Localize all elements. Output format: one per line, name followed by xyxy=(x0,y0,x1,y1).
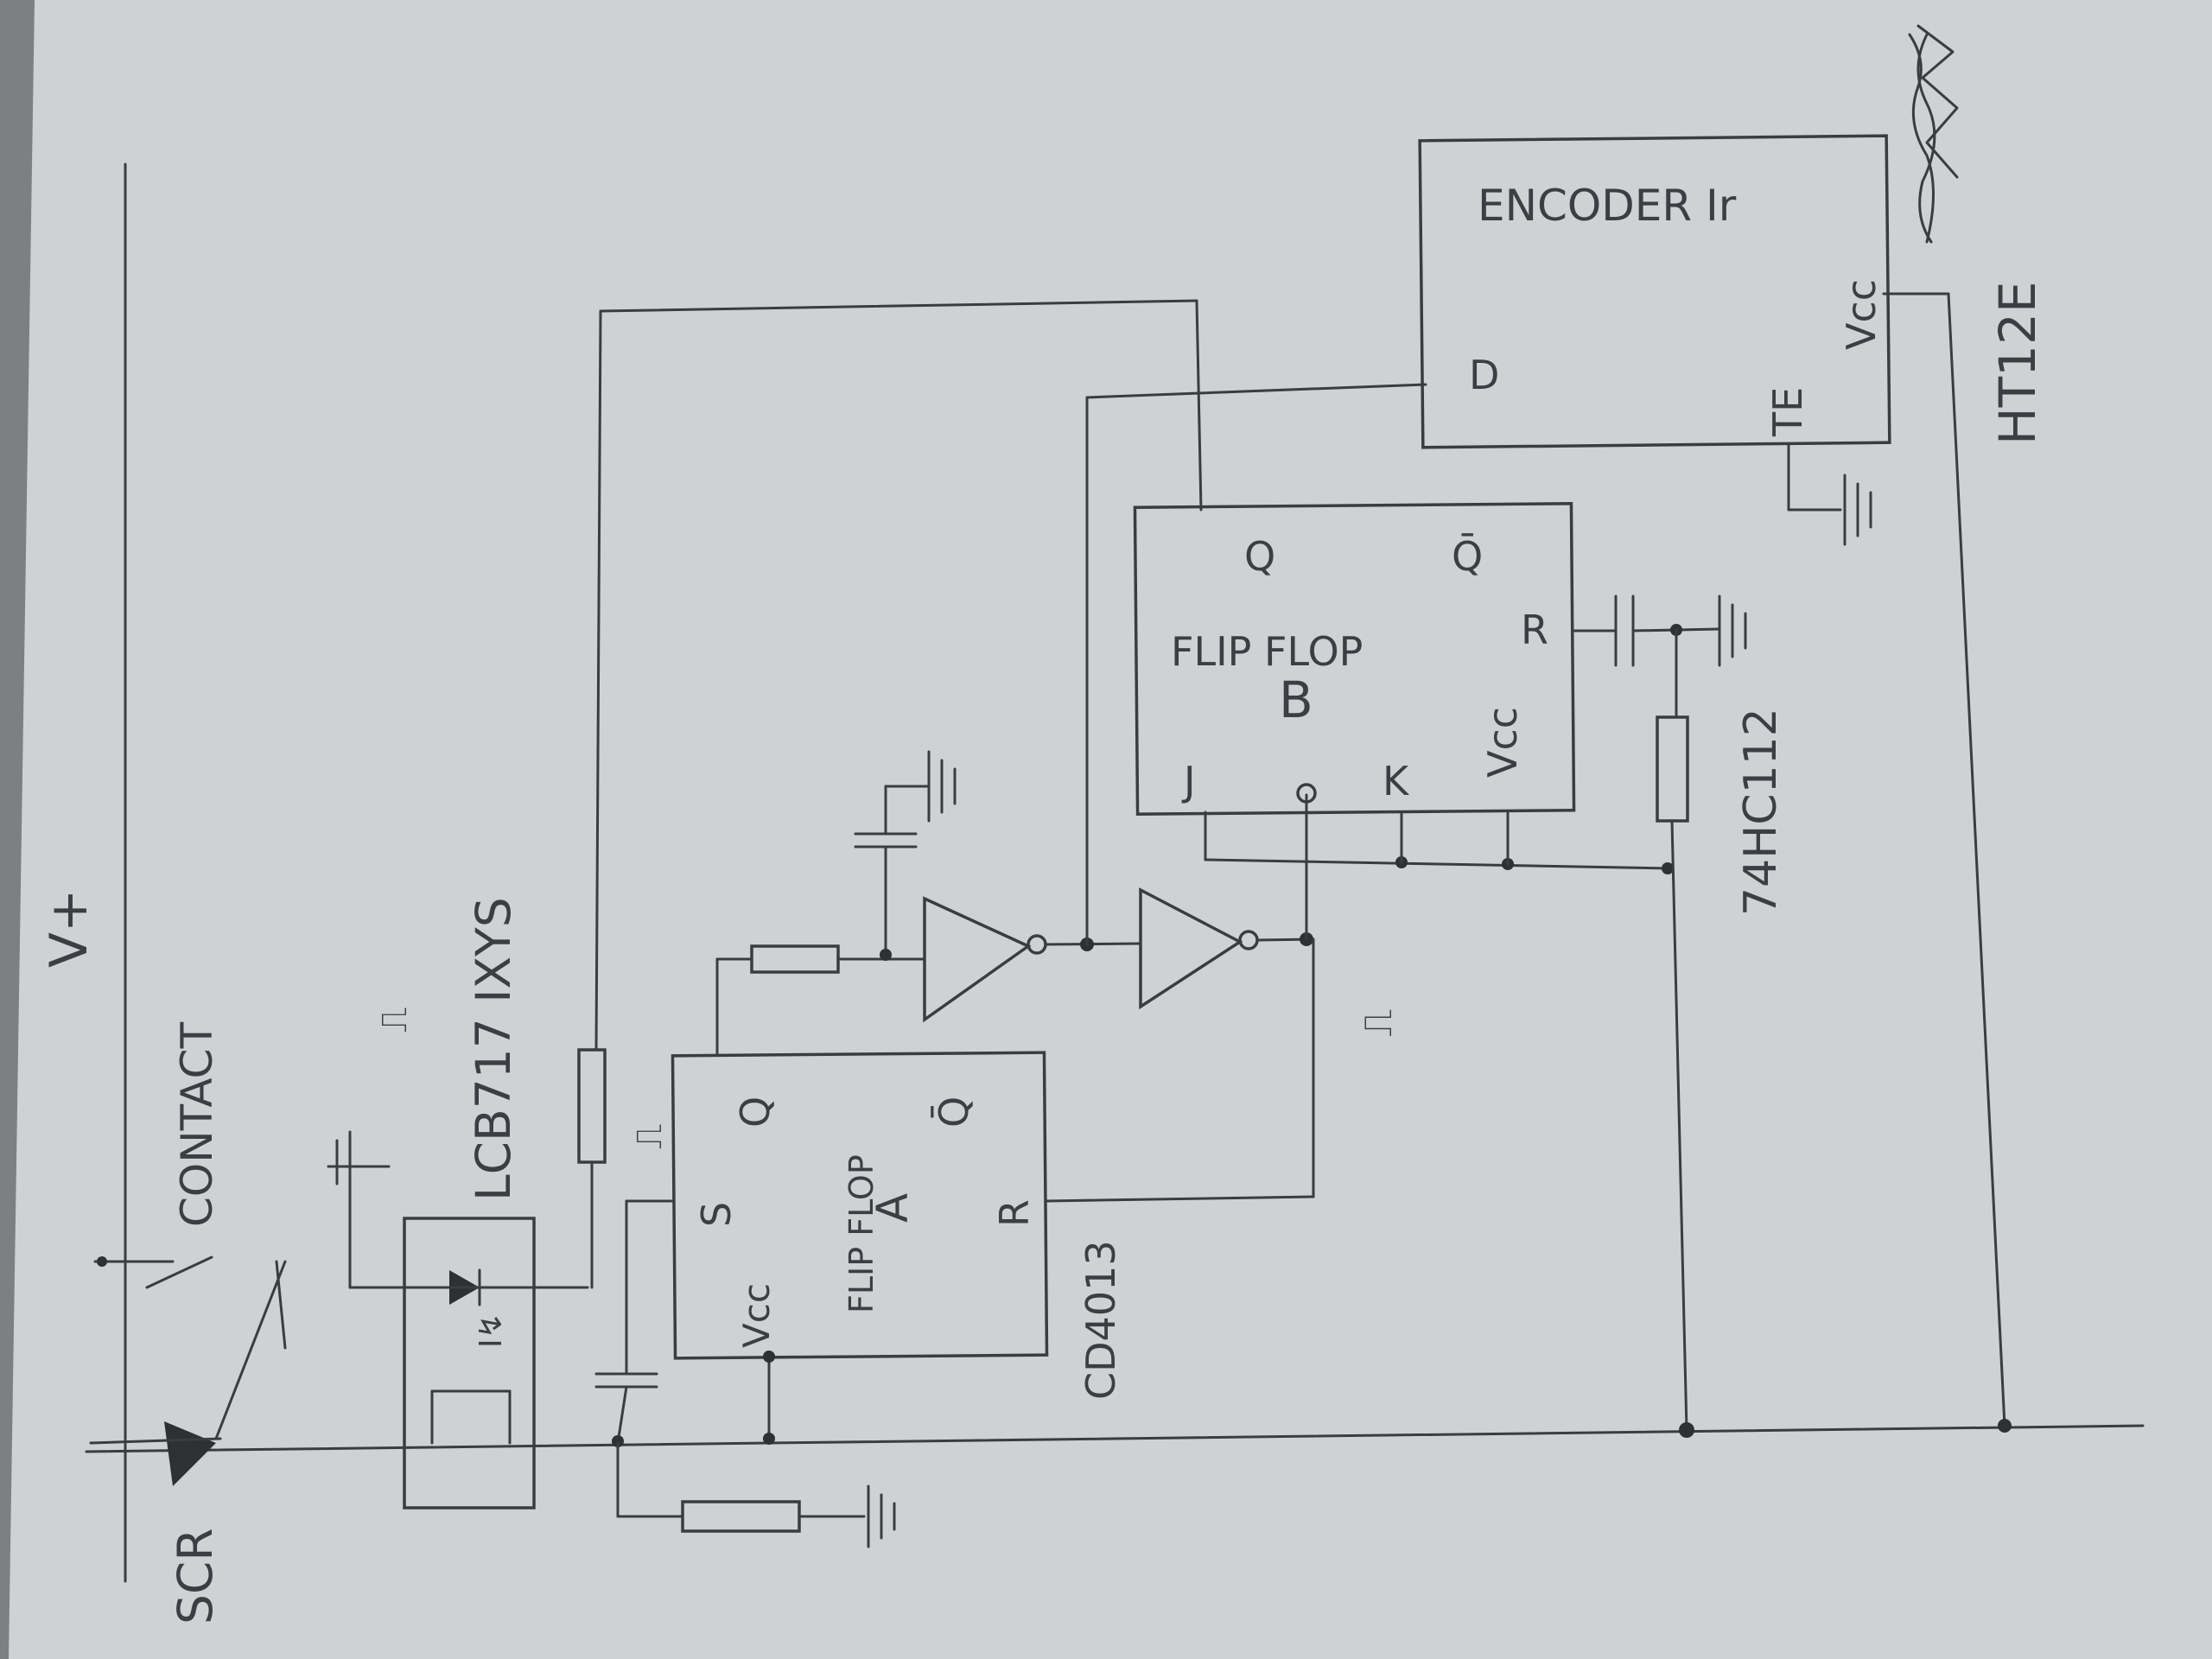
ff-a-q-group: Q xyxy=(732,1096,779,1128)
ff-a-part-label: CD4013 xyxy=(1077,1240,1124,1400)
encoder-vcc-pin: Vcc xyxy=(1838,279,1885,350)
ff-b-k-pin: K xyxy=(1382,758,1410,804)
encoder-te-pin: TE xyxy=(1764,387,1811,437)
ff-b-letter-group: B xyxy=(1279,671,1313,729)
ff-a-r-group: R xyxy=(991,1199,1038,1227)
ff-a-qbar-pin: Q̄ xyxy=(931,1096,977,1128)
ground-symbol-opto xyxy=(327,1130,391,1194)
ff-a-vcc-group: Vcc xyxy=(735,1283,778,1348)
resistor-input xyxy=(577,299,1203,1289)
ff-b-r-group: R xyxy=(1521,607,1548,653)
ff-b-vcc-group: Vcc xyxy=(1479,707,1526,778)
step-symbol: ⎍ xyxy=(1354,1009,1401,1037)
label-supply: V+ xyxy=(39,889,99,968)
ff-b-q-pin: Q xyxy=(1244,533,1275,580)
schmitt-inverter-1 xyxy=(923,896,1142,1023)
encoder-title: ENCODER Ir xyxy=(1478,181,1737,231)
ff-a-qbar-group: Q̄ xyxy=(931,1096,977,1128)
supply-label: V+ xyxy=(39,889,99,968)
label-opto-glyph: I↯ xyxy=(474,1313,509,1348)
ff-b-q-group: Q xyxy=(1244,533,1275,580)
encoder-part-group: HT12E xyxy=(1988,282,2047,446)
ff-a-title: FLIP FLOP xyxy=(842,1154,880,1313)
timing-capacitor xyxy=(854,750,957,961)
ff-b-vcc-pin: Vcc xyxy=(1479,707,1526,778)
optocoupler-glyph: I↯ xyxy=(474,1313,509,1348)
optocoupler xyxy=(348,1165,589,1510)
capacitor-set xyxy=(594,1199,896,1548)
flip-flop-b xyxy=(1133,502,1674,874)
encoder-te-group: TE xyxy=(1764,387,1811,437)
ff-b-part-group: 74HC112 xyxy=(1735,708,1787,916)
ff-b-qbar-group: Q̄ xyxy=(1452,533,1483,580)
ff-b-j-group: J xyxy=(1181,758,1196,804)
encoder-ic xyxy=(1418,134,2012,1433)
ff-a-s-pin: S xyxy=(693,1202,740,1227)
ff-b-k-group: K xyxy=(1382,758,1410,804)
ff-a-title-group: FLIP FLOP xyxy=(842,1154,880,1313)
ff-b-qbar-pin: Q̄ xyxy=(1452,533,1483,580)
reset-rc xyxy=(1571,594,1747,1438)
ff-a-letter-group: A xyxy=(868,1193,918,1223)
ff-b-title: FLIP FLOP xyxy=(1171,628,1363,675)
ff-b-r-pin: R xyxy=(1521,607,1548,653)
label-opto-part: LCB717 IXYS xyxy=(466,897,521,1201)
ff-a-vcc-pin: Vcc xyxy=(735,1283,778,1348)
ff-b-letter: B xyxy=(1279,671,1313,729)
ff-a-q-pin: Q xyxy=(732,1096,779,1128)
ff-a-part-group: CD4013 xyxy=(1077,1240,1124,1400)
scr-label: SCR xyxy=(168,1528,223,1624)
label-contact: CONTACT xyxy=(172,1021,222,1227)
ff-a-letter: A xyxy=(868,1193,918,1223)
ff-b-title-group: FLIP FLOP xyxy=(1171,628,1363,675)
optocoupler-part-label: LCB717 IXYS xyxy=(466,897,521,1201)
encoder-title-group: ENCODER Ir xyxy=(1478,181,1737,231)
inverter-to-encoder xyxy=(1085,383,1427,946)
contact-label: CONTACT xyxy=(172,1021,222,1227)
ff-a-r-pin: R xyxy=(991,1199,1038,1227)
supply-rail xyxy=(85,162,2145,1583)
contact-switch xyxy=(93,1255,213,1289)
label-pulse-mid: ⎍ xyxy=(627,1124,670,1149)
label-scr: SCR xyxy=(168,1528,223,1624)
label-step: ⎍ xyxy=(1354,1009,1401,1037)
encoder-vcc-group: Vcc xyxy=(1838,279,1885,350)
scr-symbol xyxy=(89,1260,287,1486)
schmitt-inverter-2 xyxy=(1139,793,1315,1198)
ff-b-j-pin: J xyxy=(1181,758,1196,804)
encoder-d-group: D xyxy=(1469,352,1499,398)
ff-a-s-group: S xyxy=(693,1202,740,1227)
pulse-symbol-mid: ⎍ xyxy=(627,1124,670,1149)
encoder-d-pin: D xyxy=(1469,352,1499,398)
encoder-part-label: HT12E xyxy=(1988,282,2047,446)
flip-flop-a xyxy=(671,944,1315,1445)
scribble-mark xyxy=(1908,24,1959,244)
label-pulse-top: ⎍ xyxy=(372,1007,415,1033)
ff-b-part-label: 74HC112 xyxy=(1735,708,1787,916)
pulse-symbol-top: ⎍ xyxy=(372,1007,415,1033)
